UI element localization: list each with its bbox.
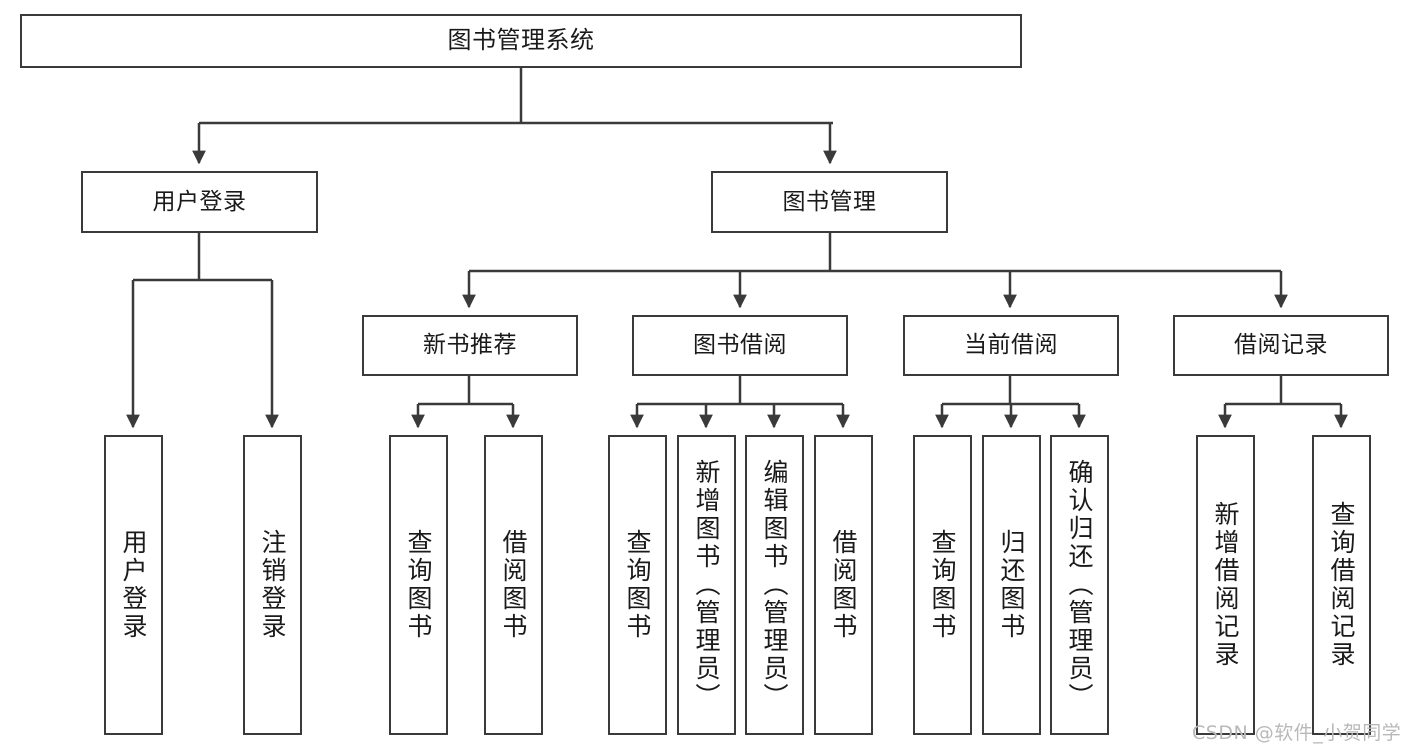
node-label: 查询借阅记录 [1327,501,1356,669]
node-label: 图书管理系统 [447,26,595,55]
node-label: 新增借阅记录 [1211,501,1240,669]
leaf-query-book-borrow[interactable]: 查询图书 [608,435,667,735]
node-label: 当前借阅 [964,332,1058,359]
leaf-user-login[interactable]: 用户登录 [104,435,163,735]
node-label: 新书推荐 [423,332,517,359]
node-current-borrow[interactable]: 当前借阅 [903,315,1119,376]
node-label: 归还图书 [997,529,1026,641]
leaf-confirm-return[interactable]: 确认归还（管理员） [1050,435,1109,735]
node-book-borrow[interactable]: 图书借阅 [632,315,848,376]
node-label: 借阅图书 [829,529,858,641]
leaf-add-book[interactable]: 新增图书（管理员） [677,435,736,735]
leaf-add-borrow-record[interactable]: 新增借阅记录 [1196,435,1255,735]
node-label: 查询图书 [404,529,433,641]
node-user-login[interactable]: 用户登录 [81,171,318,233]
node-label: 确认归还（管理员） [1065,459,1094,711]
node-book-manage[interactable]: 图书管理 [711,171,948,233]
node-label: 用户登录 [119,529,148,641]
node-label: 编辑图书（管理员） [760,459,789,711]
node-root-system[interactable]: 图书管理系统 [20,14,1022,68]
leaf-query-book-recommend[interactable]: 查询图书 [389,435,448,735]
leaf-return-book[interactable]: 归还图书 [982,435,1041,735]
node-label: 借阅记录 [1234,332,1328,359]
csdn-watermark: CSDN @软件_小贺同学 [1192,722,1402,744]
leaf-query-borrow-record[interactable]: 查询借阅记录 [1312,435,1371,735]
leaf-user-logout[interactable]: 注销登录 [243,435,302,735]
node-borrow-record[interactable]: 借阅记录 [1173,315,1389,376]
node-label: 新增图书（管理员） [692,459,721,711]
leaf-edit-book[interactable]: 编辑图书（管理员） [745,435,804,735]
node-label: 查询图书 [928,529,957,641]
node-label: 图书管理 [782,188,877,215]
node-label: 图书借阅 [693,332,787,359]
node-label: 用户登录 [152,188,247,215]
leaf-query-book-current[interactable]: 查询图书 [913,435,972,735]
leaf-borrow-book-recommend[interactable]: 借阅图书 [484,435,543,735]
node-new-book-recommend[interactable]: 新书推荐 [362,315,578,376]
node-label: 查询图书 [623,529,652,641]
node-label: 借阅图书 [499,529,528,641]
leaf-borrow-book[interactable]: 借阅图书 [814,435,873,735]
node-label: 注销登录 [258,529,287,641]
